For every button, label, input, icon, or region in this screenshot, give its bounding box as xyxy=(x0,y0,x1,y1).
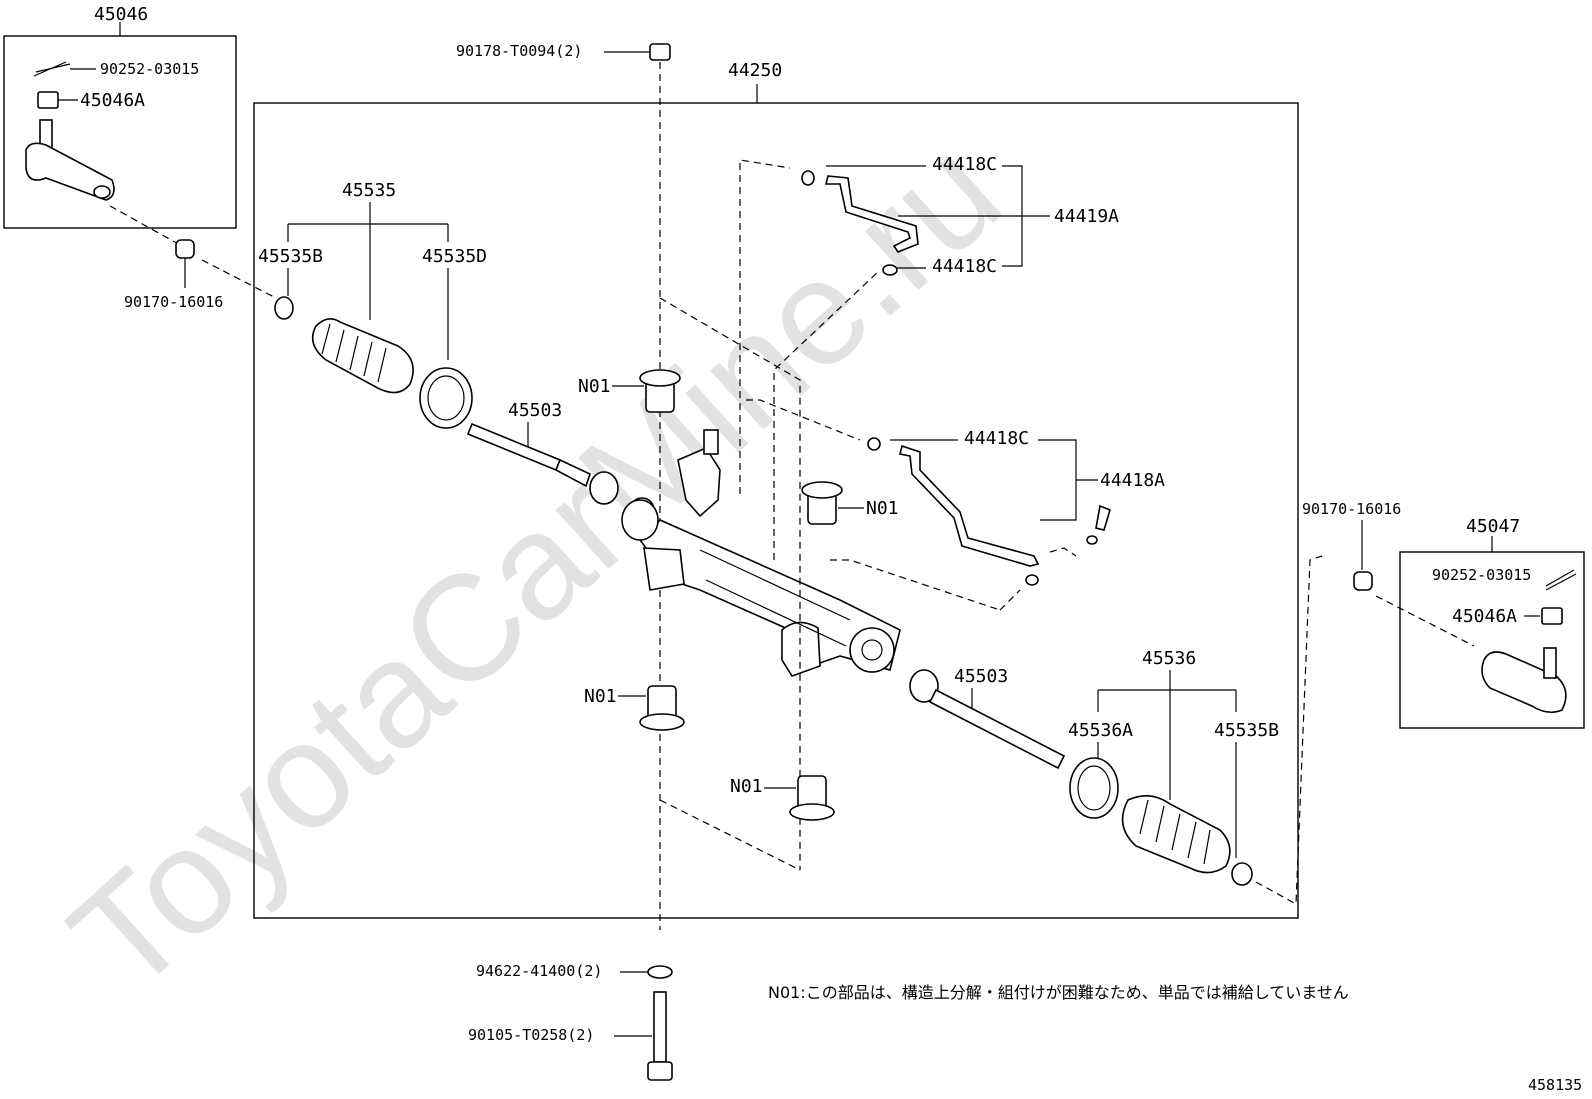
bolt-bottom-icon xyxy=(647,991,673,1081)
clip-rh-icon xyxy=(1231,862,1253,886)
callout-clamp-lh[interactable]: 45535D xyxy=(422,246,487,267)
callout-cotter-pin-rh[interactable]: 90252-03015 xyxy=(1432,566,1531,584)
bush-upper-rh-icon xyxy=(801,481,843,525)
cotter-pin-icon xyxy=(33,61,96,77)
callout-bolt-bottom[interactable]: 90105-T0258(2) xyxy=(468,1026,594,1044)
callout-bolt-top[interactable]: 90178-T0094(2) xyxy=(456,42,582,60)
bush-lower-lh-icon xyxy=(639,685,685,731)
callout-bush-lower-lh[interactable]: N01 xyxy=(584,686,617,707)
callout-tie-rod-end-rh[interactable]: 45047 xyxy=(1466,516,1520,537)
callout-tube-no2[interactable]: 44418A xyxy=(1100,470,1165,491)
bush-lower-rh-icon xyxy=(789,775,835,821)
tie-rod-end-rh-icon xyxy=(1481,647,1567,714)
callout-washer-bottom[interactable]: 94622-41400(2) xyxy=(476,962,602,980)
nut-icon xyxy=(1541,607,1563,625)
callout-gear-assy[interactable]: 44250 xyxy=(728,60,782,81)
clip-lh-icon xyxy=(274,296,294,320)
flange-bolt-top-icon xyxy=(649,43,671,61)
callout-nut-rh[interactable]: 90170-16016 xyxy=(1302,500,1401,518)
callout-tube-no1[interactable]: 44419A xyxy=(1054,206,1119,227)
cotter-pin-icon xyxy=(1545,569,1577,591)
nut-icon xyxy=(37,91,78,109)
callout-boot-lh[interactable]: 45535 xyxy=(342,180,396,201)
pressure-tube-no1-icon xyxy=(801,170,919,276)
steering-gear-housing-icon xyxy=(621,429,901,677)
callout-clip-lh[interactable]: 45535B xyxy=(258,246,323,267)
callout-bush-lower-rh[interactable]: N01 xyxy=(730,776,763,797)
boot-lh-icon xyxy=(311,318,414,394)
boot-rh-icon xyxy=(1121,795,1231,874)
callout-tie-rod-end-lh[interactable]: 45046 xyxy=(94,4,148,25)
callout-boot-rh[interactable]: 45536 xyxy=(1142,648,1196,669)
callout-nut-lh[interactable]: 45046A xyxy=(80,90,145,111)
callout-tube-union-2[interactable]: 44418C xyxy=(932,256,997,277)
callout-nut-rh-box[interactable]: 45046A xyxy=(1452,606,1517,627)
rack-end-rh-icon xyxy=(909,669,1066,770)
callout-tube-union-3[interactable]: 44418C xyxy=(964,428,1029,449)
tie-rod-end-lh-icon xyxy=(25,119,115,201)
callout-cotter-pin-lh[interactable]: 90252-03015 xyxy=(100,60,199,78)
callout-bush-upper-lh[interactable]: N01 xyxy=(578,376,611,397)
nut-lh-icon xyxy=(175,239,195,259)
diagram-id: 458135 xyxy=(1528,1076,1582,1094)
callout-rack-end-lh[interactable]: 45503 xyxy=(508,400,562,421)
pressure-tube-no2-icon xyxy=(867,437,1111,586)
callout-rack-end-rh[interactable]: 45503 xyxy=(954,666,1008,687)
washer-bottom-icon xyxy=(647,965,673,979)
bush-upper-lh-icon xyxy=(639,369,681,413)
nut-rh-icon xyxy=(1353,571,1373,591)
callout-clip-rh[interactable]: 45535B xyxy=(1214,720,1279,741)
gear-assy-frame xyxy=(253,102,1299,919)
clamp-rh-icon xyxy=(1069,757,1119,819)
footnote: N01:この部品は、構造上分解・組付けが困難なため、単品では補給していません xyxy=(768,983,1349,1002)
callout-nut-rh-side-lh[interactable]: 90170-16016 xyxy=(124,293,223,311)
callout-bush-upper-rh[interactable]: N01 xyxy=(866,498,899,519)
callout-clamp-rh[interactable]: 45536A xyxy=(1068,720,1133,741)
callout-tube-union-1[interactable]: 44418C xyxy=(932,154,997,175)
clamp-lh-icon xyxy=(419,367,473,429)
